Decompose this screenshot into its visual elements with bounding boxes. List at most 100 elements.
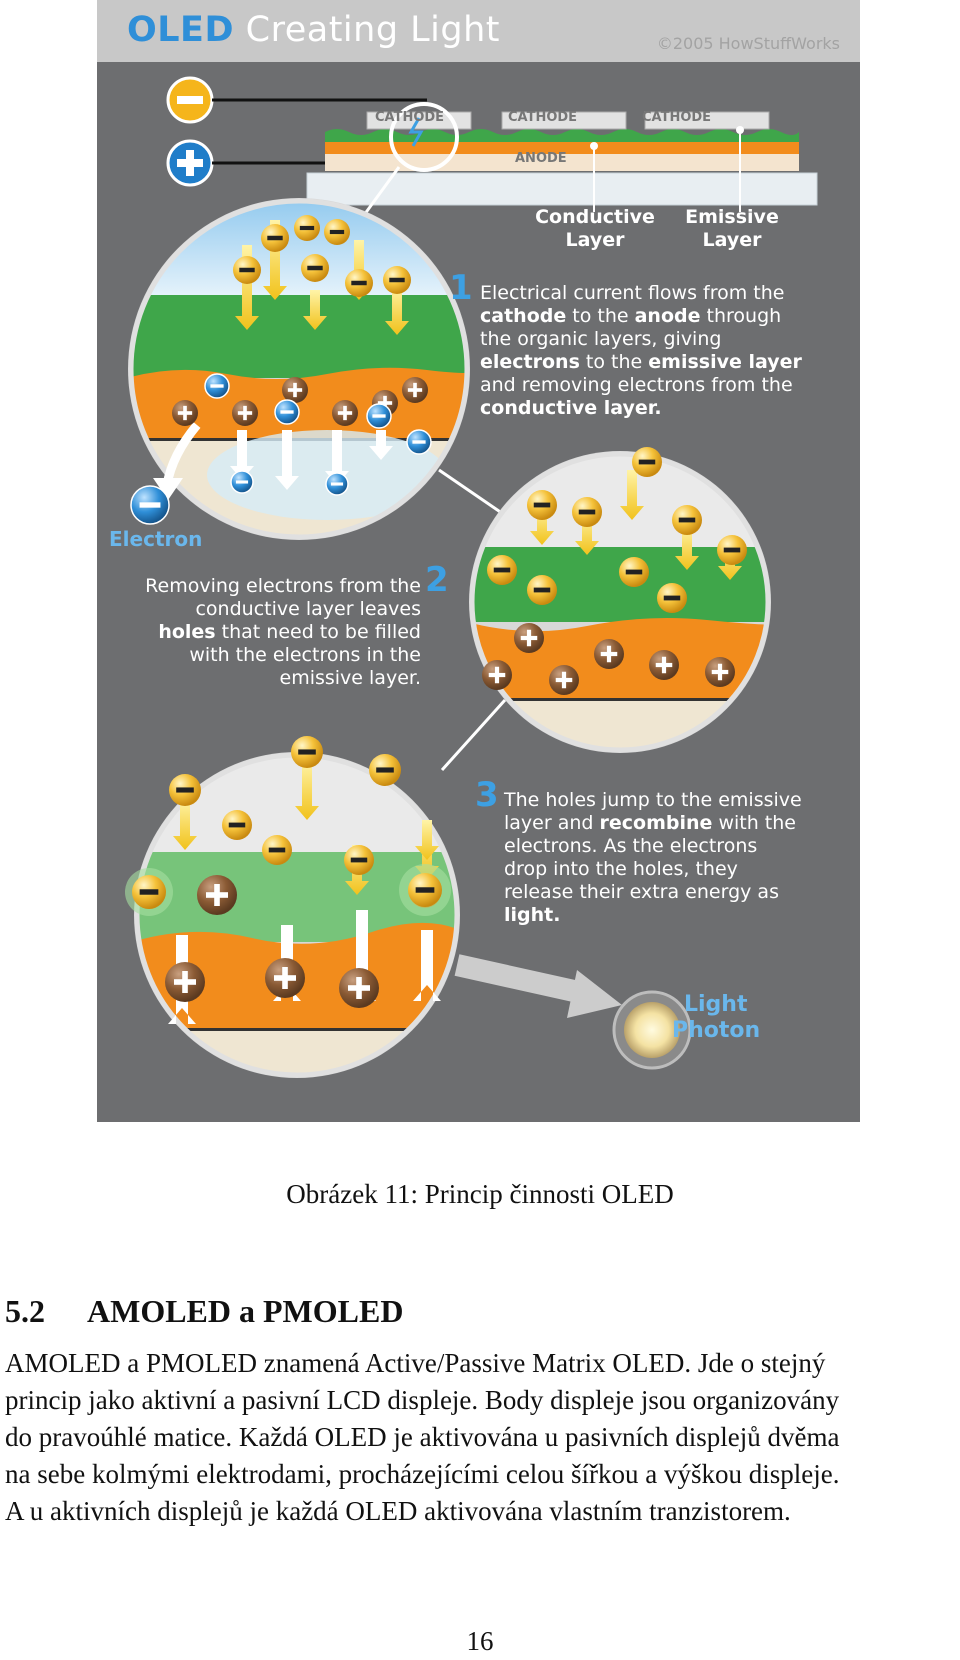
electron-icon	[657, 583, 687, 613]
electron-icon	[233, 256, 261, 284]
electron-icon	[274, 399, 300, 425]
electron-icon	[230, 470, 254, 494]
body-line: AMOLED a PMOLED znamená Active/Passive M…	[5, 1348, 826, 1378]
body-line: do pravoúhlé matice. Každá OLED je aktiv…	[5, 1422, 840, 1452]
electron-label: Electron	[109, 527, 203, 551]
flow-arrow-icon	[675, 525, 699, 570]
flow-arrow-icon	[385, 285, 409, 335]
hole-icon	[282, 377, 308, 403]
hole-icon	[232, 400, 258, 426]
cathode-label-2: CATHODE	[508, 110, 578, 125]
flow-arrow-icon	[173, 798, 197, 850]
flow-arrow-icon	[295, 760, 319, 820]
figure-header: OLED Creating Light ©2005 HowStuffWorks	[97, 0, 860, 62]
step2-illustration	[469, 451, 771, 753]
flow-arrow-icon	[275, 430, 299, 490]
electron-icon	[344, 845, 374, 875]
step-text-line: release their extra energy as	[504, 881, 779, 903]
body-paragraph: AMOLED a PMOLED znamená Active/Passive M…	[5, 1345, 955, 1530]
electron-icon	[717, 535, 747, 565]
electron-icon	[204, 373, 230, 399]
plus-terminal-icon	[166, 139, 214, 187]
oled-layer-stack	[306, 102, 818, 212]
step-text-line: with the electrons in the	[189, 644, 421, 666]
section-title: AMOLED a PMOLED	[87, 1293, 404, 1329]
step-text-line: holes that need to be filled	[158, 621, 421, 643]
hole-icon	[165, 962, 205, 1002]
hole-icon	[514, 623, 544, 653]
electron-icon	[527, 575, 557, 605]
hole-icon	[402, 377, 428, 403]
electron-icon	[324, 219, 350, 245]
electron-icon	[383, 266, 411, 294]
step-text-line: and removing electrons from the	[480, 374, 793, 396]
figure-illustration	[125, 76, 818, 1078]
step-text-line: conductive layer.	[480, 397, 662, 419]
hole-icon	[332, 400, 358, 426]
electron-icon	[527, 490, 557, 520]
electron-icon	[261, 224, 289, 252]
flow-arrow-icon	[413, 930, 441, 1001]
minus-terminal-icon	[166, 76, 214, 124]
step-text-line: conductive layer leaves	[195, 598, 421, 620]
hole-icon	[705, 657, 735, 687]
flow-arrow-icon	[303, 290, 327, 330]
step-text-line: light.	[504, 904, 561, 926]
hole-icon	[339, 968, 379, 1008]
hole-icon	[549, 665, 579, 695]
body-line: princip jako aktivní a pasivní LCD displ…	[5, 1385, 840, 1415]
flow-arrow-icon	[263, 220, 287, 300]
electron-icon	[366, 403, 392, 429]
figure-copyright: ©2005 HowStuffWorks	[656, 34, 840, 53]
page-number: 16	[466, 1626, 494, 1656]
conductive-layer-label: Conductive Layer	[535, 206, 655, 251]
electron-icon	[301, 254, 329, 282]
step-text-line: The holes jump to the emissive	[504, 789, 802, 811]
hole-icon	[197, 875, 237, 915]
cathode-label-3: CATHODE	[642, 110, 712, 125]
step-text-line: cathode to the anode through	[480, 305, 782, 327]
flow-arrow-icon	[348, 910, 376, 1001]
electron-icon	[619, 557, 649, 587]
hole-icon	[649, 650, 679, 680]
step3-number: 3	[475, 775, 499, 815]
section-number: 5.2	[5, 1293, 45, 1329]
figure-title: OLED Creating Light	[127, 10, 500, 50]
step-text-line: emissive layer.	[279, 667, 422, 689]
electron-icon	[169, 774, 201, 806]
flow-arrow-icon	[415, 820, 439, 860]
figure-title-rest: Creating Light	[245, 10, 501, 50]
step1-illustration	[128, 198, 470, 540]
electron-icon	[572, 497, 602, 527]
flow-arrow-icon	[235, 245, 259, 330]
hole-icon	[594, 639, 624, 669]
electron-icon	[632, 447, 662, 477]
step2-number: 2	[425, 560, 449, 600]
electron-icon	[369, 754, 401, 786]
step-text-line: electrons. As the electrons	[504, 835, 758, 857]
flow-arrow-icon	[230, 430, 254, 480]
step-text-line: drop into the holes, they	[504, 858, 738, 880]
electron-icon	[130, 485, 170, 525]
flow-arrow-icon	[530, 505, 554, 545]
step-text-line: layer and recombine with the	[504, 812, 796, 834]
hole-icon	[265, 958, 305, 998]
electron-icon	[262, 835, 292, 865]
flow-arrow-icon	[575, 512, 599, 555]
electron-icon	[406, 429, 432, 455]
hole-icon	[482, 660, 512, 690]
section-heading: 5.2 AMOLED a PMOLED	[5, 1293, 403, 1330]
step1-number: 1	[449, 268, 473, 308]
oled-figure: OLED Creating Light ©2005 HowStuffWorks	[97, 0, 860, 1122]
body-line: A u aktivních displejů je každá OLED akt…	[5, 1496, 791, 1526]
electron-icon	[294, 215, 320, 241]
electron-icon	[672, 505, 702, 535]
step-text-line: the organic layers, giving	[480, 328, 722, 350]
light-photon-label: Light Photon	[672, 992, 761, 1043]
anode-label: ANODE	[515, 151, 567, 166]
electron-icon	[487, 555, 517, 585]
electron-icon	[291, 736, 323, 768]
emissive-layer-label: Emissive Layer	[685, 206, 779, 251]
